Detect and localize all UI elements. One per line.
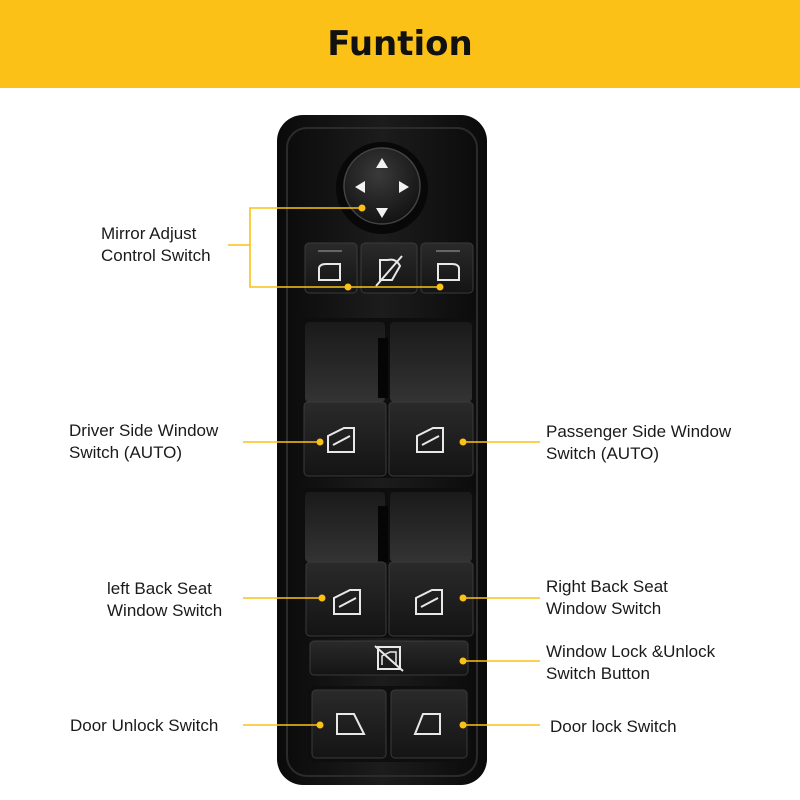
- right-mirror-button[interactable]: [420, 242, 474, 294]
- right-back-window-switch[interactable]: [388, 561, 474, 637]
- left-back-window-switch[interactable]: [305, 561, 387, 637]
- label-door-lock: Door lock Switch: [550, 717, 677, 736]
- door-unlock-button[interactable]: [311, 689, 387, 759]
- door-lock-icon: [413, 713, 441, 735]
- four-way-arrow-icon[interactable]: [336, 142, 428, 234]
- callout-lines: [228, 204, 540, 729]
- window-icon: [415, 589, 443, 615]
- mirror-fold-button[interactable]: [360, 242, 418, 294]
- left-mirror-icon: [318, 263, 341, 281]
- door-lock-button[interactable]: [390, 689, 468, 759]
- window-lock-button[interactable]: [309, 640, 469, 676]
- label-door-unlock: Door Unlock Switch: [70, 716, 219, 735]
- door-unlock-icon: [336, 713, 366, 735]
- window-icon: [416, 427, 444, 453]
- passenger-window-switch[interactable]: [388, 401, 474, 477]
- window-icon: [333, 589, 361, 615]
- mirror-fold-icon: [375, 255, 403, 287]
- window-icon: [327, 427, 355, 453]
- driver-window-switch[interactable]: [303, 401, 387, 477]
- left-mirror-button[interactable]: [304, 242, 358, 294]
- window-lock-icon: [374, 645, 404, 672]
- header-banner: Funtion: [0, 0, 800, 88]
- page-title: Funtion: [327, 24, 473, 64]
- right-mirror-icon: [437, 263, 460, 281]
